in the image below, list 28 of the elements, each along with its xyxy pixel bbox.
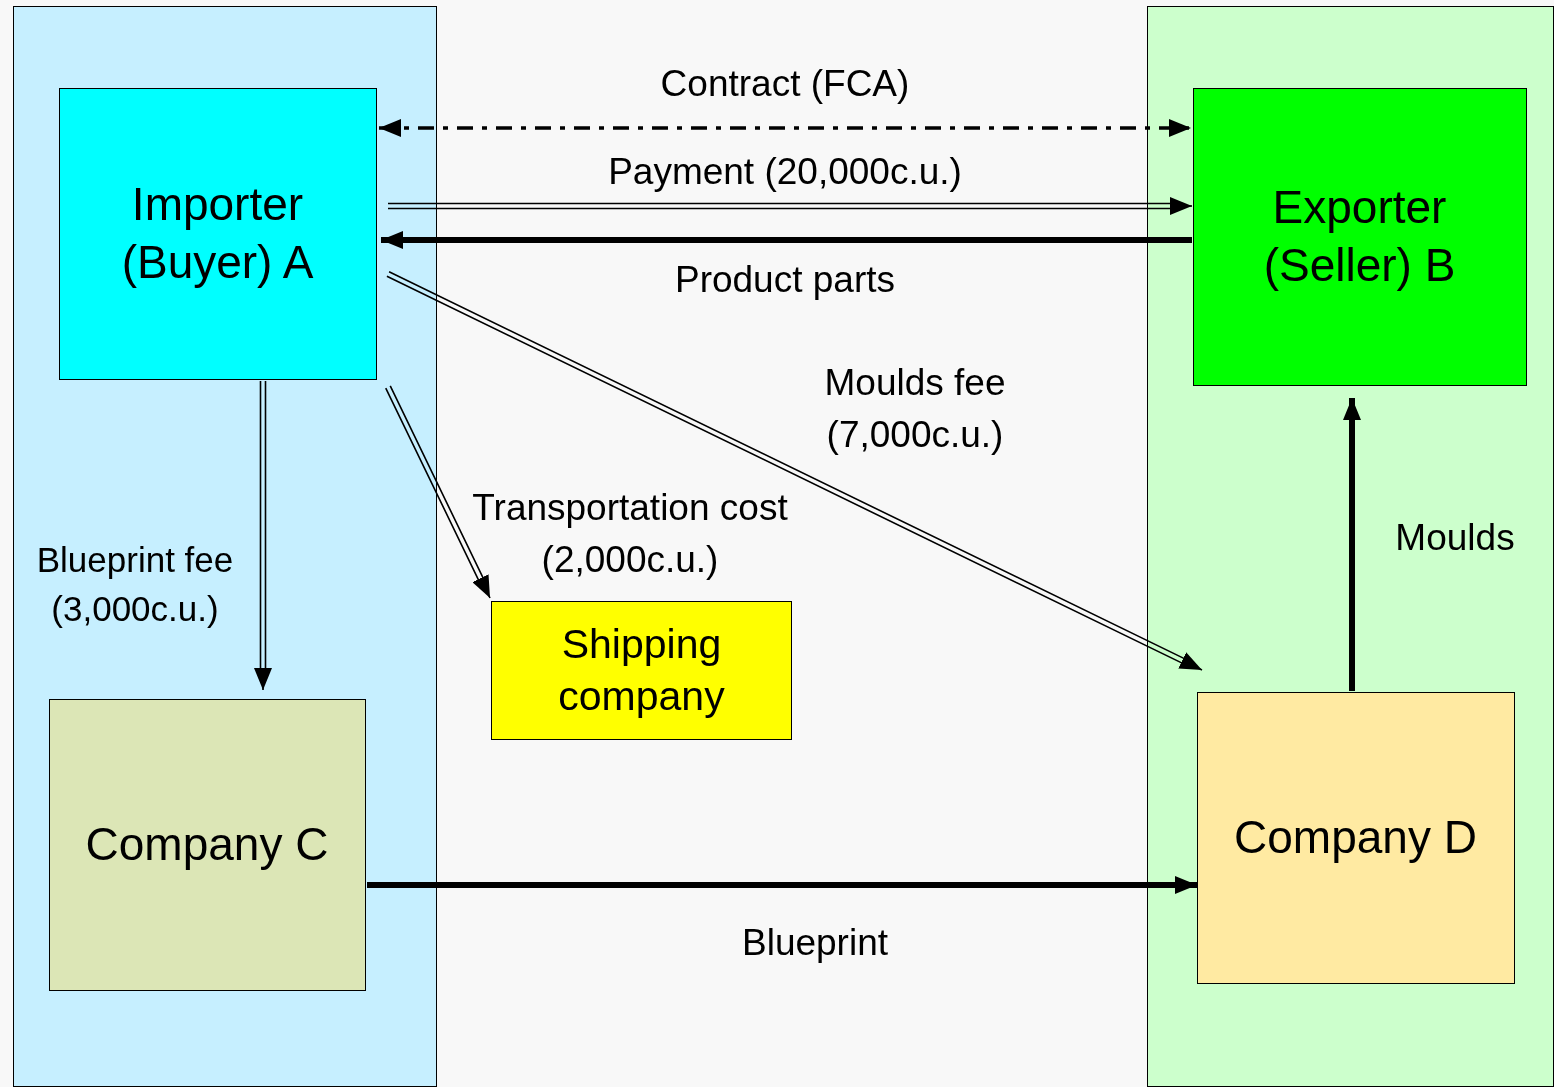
arrow xyxy=(254,380,272,691)
edge-label: Transportation cost (2,000c.u.) xyxy=(471,486,789,582)
process-box xyxy=(1196,691,1515,984)
process-box xyxy=(1192,87,1527,386)
edge-label: Moulds fee (7,000c.u.) xyxy=(823,361,1007,457)
edge-label: Blueprint fee (3,000c.u.) xyxy=(35,539,235,630)
arrow xyxy=(384,385,491,599)
arrow xyxy=(379,119,1191,137)
arrow xyxy=(1343,398,1361,691)
process-box xyxy=(48,698,366,991)
region-panel xyxy=(1147,6,1554,1087)
process-box xyxy=(58,87,377,380)
arrow xyxy=(381,231,1192,249)
node-label: Importer (Buyer) A xyxy=(120,177,315,290)
edge-label: Product parts xyxy=(673,258,897,302)
arrow xyxy=(387,197,1193,215)
edge-label: Contract (FCA) xyxy=(659,62,911,106)
arrow xyxy=(367,876,1197,894)
arrow xyxy=(386,270,1203,671)
node-label: Exporter (Seller) B xyxy=(1262,180,1457,293)
edge-label: Payment (20,000c.u.) xyxy=(607,150,963,194)
node-label: Company C xyxy=(85,816,329,872)
node-label: Company D xyxy=(1234,809,1477,865)
node-label: Shipping company xyxy=(557,620,726,721)
edge-label: Blueprint xyxy=(741,921,889,965)
region-panel xyxy=(13,6,437,1087)
process-box xyxy=(491,601,792,740)
edge-label: Moulds xyxy=(1394,516,1516,560)
